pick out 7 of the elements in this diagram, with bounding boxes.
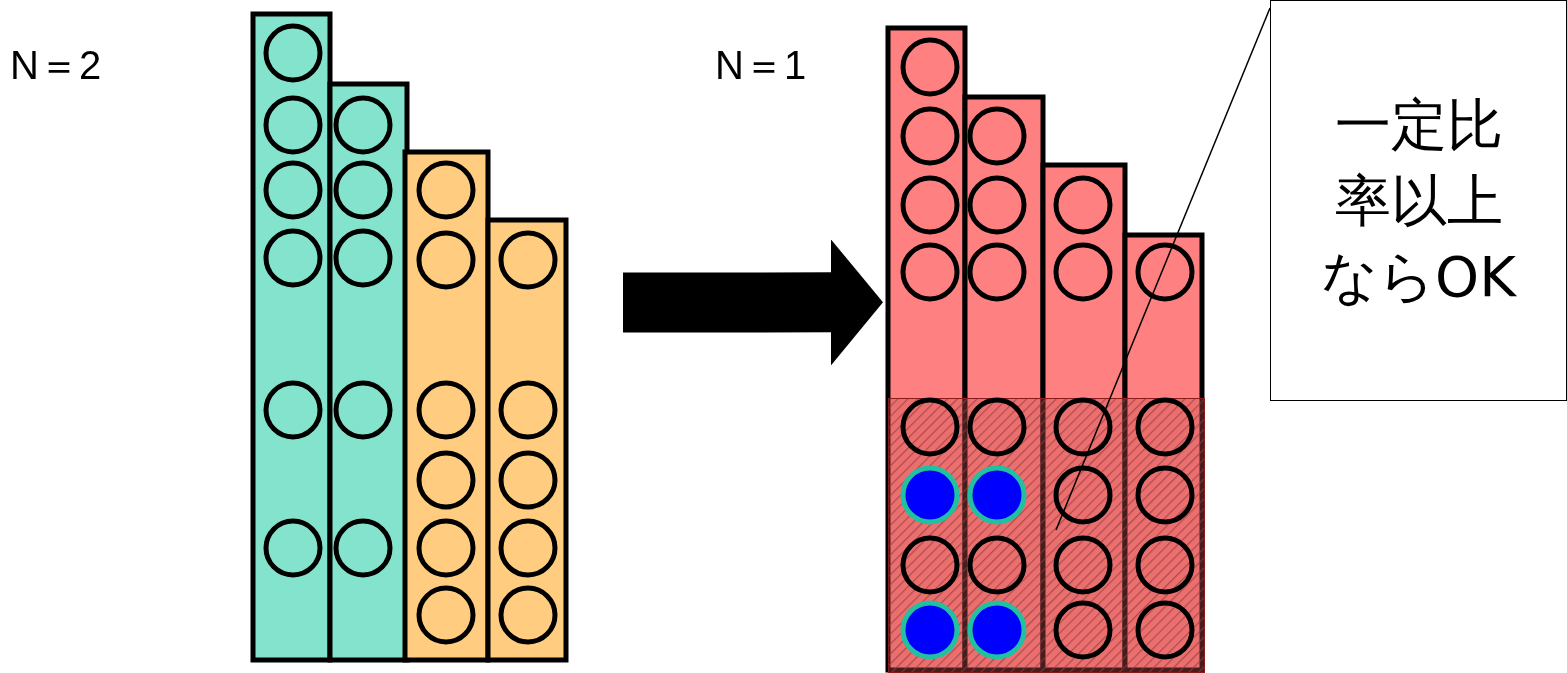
column-drawing	[885, 25, 1206, 673]
callout-box: 一定比率以上ならOK	[1270, 0, 1567, 401]
leader-line	[1055, 7, 1271, 531]
panel-label: N＝2	[10, 42, 102, 89]
panel-label: N＝1	[715, 42, 807, 89]
hatched-region	[888, 398, 1205, 673]
block-arrow	[623, 239, 883, 366]
